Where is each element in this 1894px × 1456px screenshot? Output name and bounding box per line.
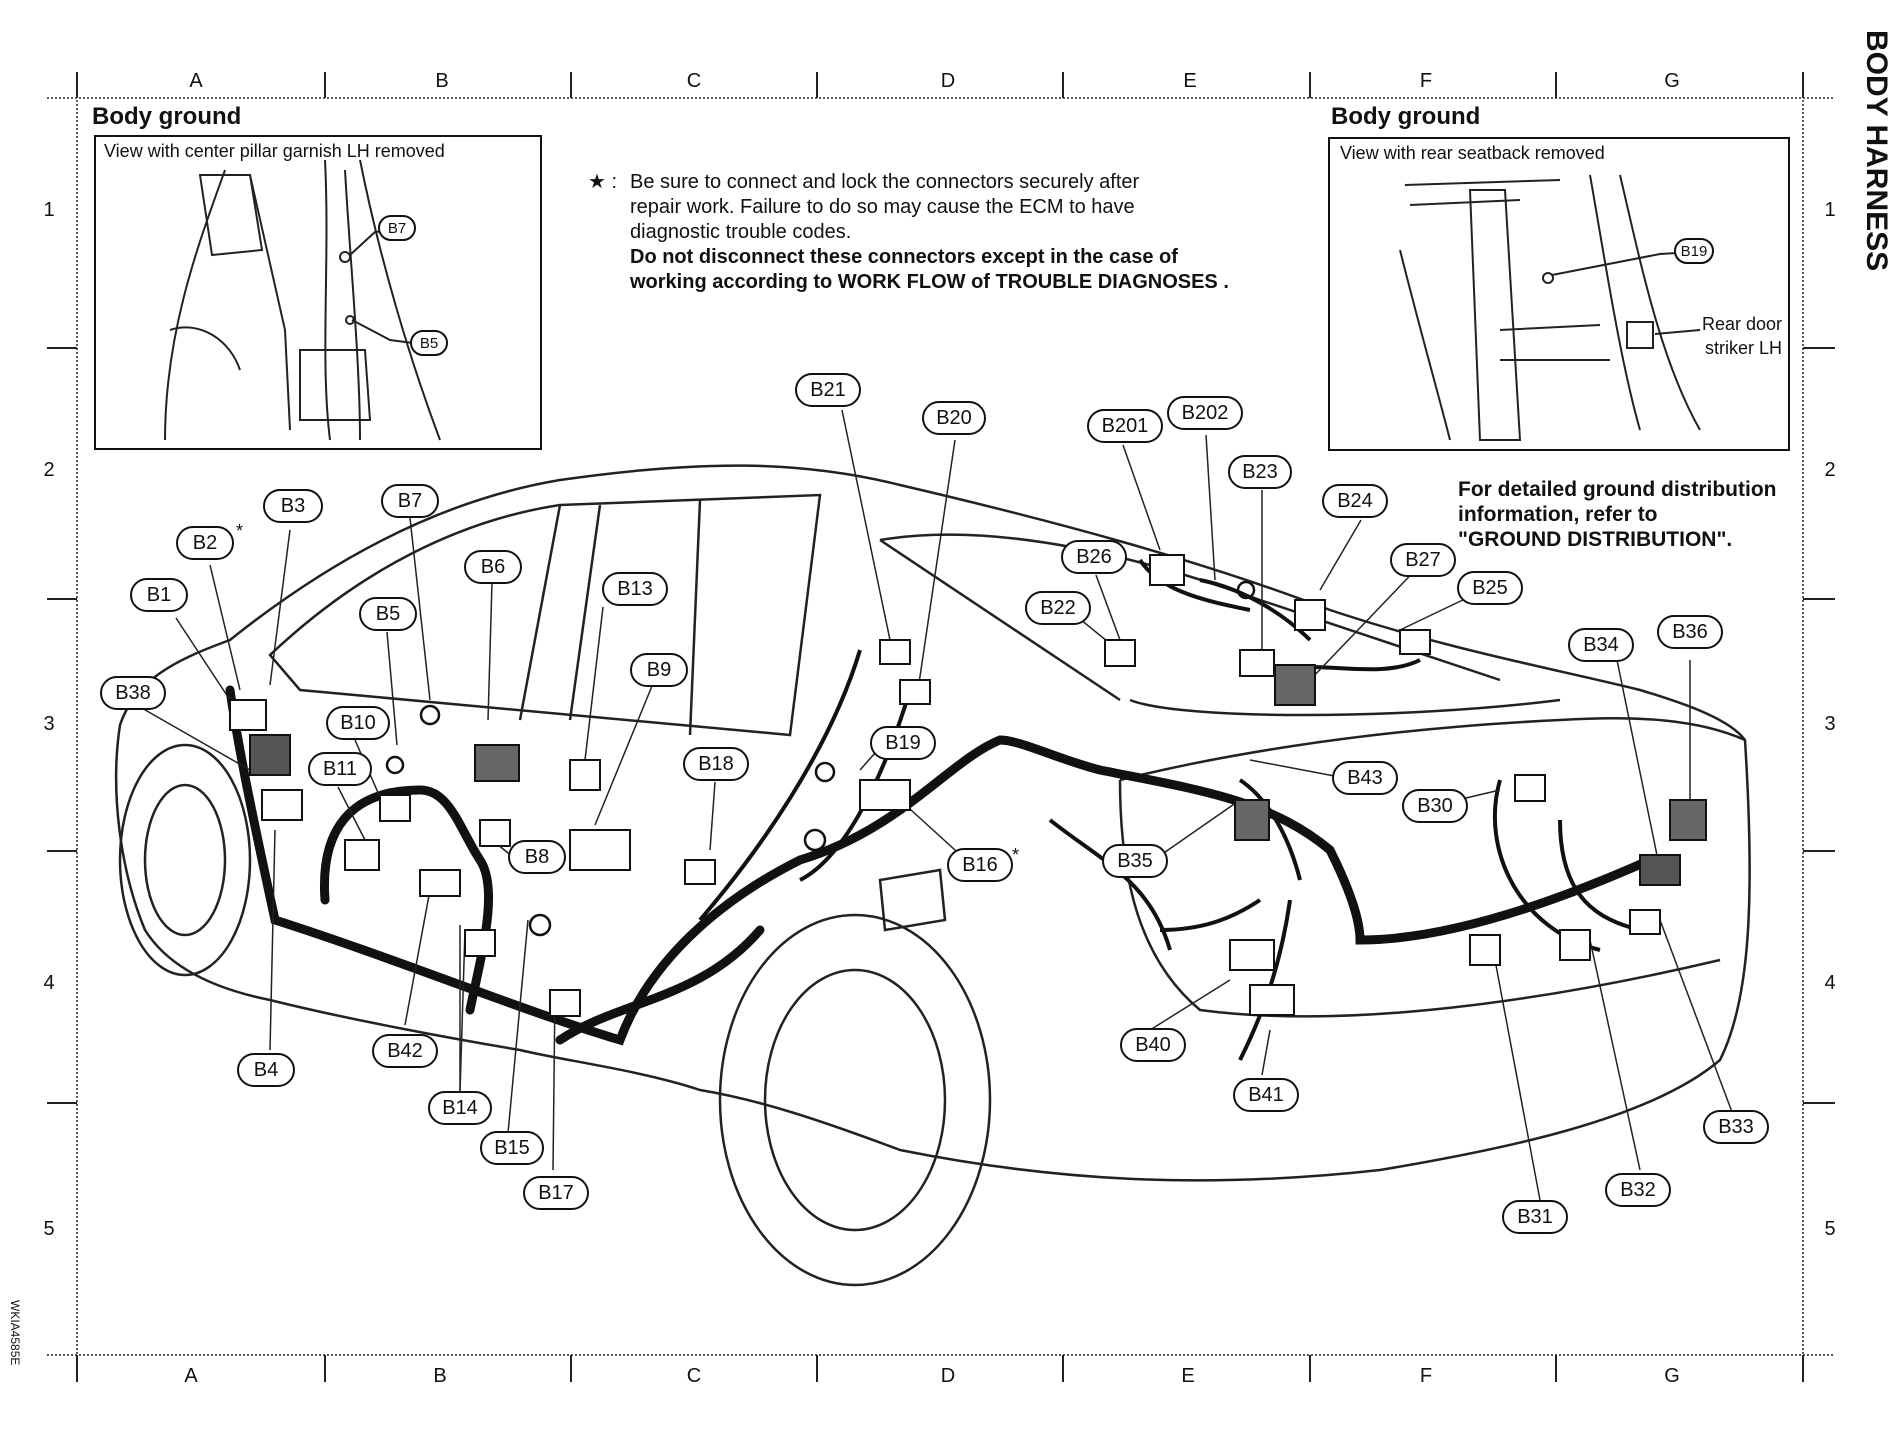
col-label: A	[184, 1365, 198, 1387]
connector-tag-B33: B33	[1703, 1110, 1769, 1144]
connector-tag-B5: B5	[359, 597, 417, 631]
connector-tag-B15: B15	[480, 1131, 544, 1165]
star-mark-B2: *	[236, 521, 244, 541]
connector-tag-B202: B202	[1167, 396, 1243, 430]
right-inset-frame	[1328, 137, 1790, 451]
col-label: D	[940, 70, 956, 92]
row-label: 2	[43, 459, 55, 481]
connector-tag-B40: B40	[1120, 1028, 1186, 1062]
row-label: 5	[43, 1218, 55, 1240]
col-label: C	[686, 70, 702, 92]
connector-tag-B19: B19	[870, 726, 936, 760]
left-inset-title: Body ground	[92, 103, 242, 130]
row-label: 5	[1824, 1218, 1836, 1240]
connector-tag-B27: B27	[1390, 543, 1456, 577]
ground-eyelets	[385, 580, 1256, 937]
connector-tag-B4: B4	[237, 1053, 295, 1087]
connector-tag-B18: B18	[683, 747, 749, 781]
connector-tag-B32: B32	[1605, 1173, 1671, 1207]
connector-tag-B14: B14	[428, 1091, 492, 1125]
car-outline	[114, 464, 1751, 1287]
connector-tag-B23: B23	[1228, 455, 1292, 489]
connector-tag-B30: B30	[1402, 789, 1468, 823]
connector-tag-B11: B11	[308, 752, 372, 786]
connector-tag-B3: B3	[263, 489, 323, 523]
connector-tag-B5: B5	[410, 330, 448, 356]
connector-tag-B7: B7	[378, 215, 416, 241]
connector-blocks	[229, 554, 1707, 1017]
body-harness	[225, 685, 1655, 1046]
connector-tag-B31: B31	[1502, 1200, 1568, 1234]
connector-tag-B36: B36	[1657, 615, 1723, 649]
section-title: BODY HARNESS	[1860, 30, 1893, 272]
connector-tag-B6: B6	[464, 550, 522, 584]
star-mark-B16: *	[1012, 845, 1020, 865]
col-label: D	[940, 1365, 956, 1387]
row-label: 1	[43, 199, 55, 221]
right-inset-title: Body ground	[1331, 103, 1481, 130]
connector-tag-B26: B26	[1061, 540, 1127, 574]
connector-tag-B19: B19	[1674, 238, 1714, 264]
col-label: B	[433, 1365, 447, 1387]
connector-tag-B1: B1	[130, 578, 188, 612]
connector-tag-B24: B24	[1322, 484, 1388, 518]
connector-tag-B2: B2	[176, 526, 234, 560]
caution-note: ★ : Be sure to connect and lock the conn…	[588, 171, 1229, 293]
row-label: 3	[1824, 713, 1836, 735]
row-label: 1	[1824, 199, 1836, 221]
connector-tag-B41: B41	[1233, 1078, 1299, 1112]
left-inset-caption: View with center pillar garnish LH remov…	[104, 141, 445, 161]
ground-distribution-reference: For detailed ground distribution informa…	[1458, 478, 1777, 551]
connector-tag-B43: B43	[1332, 761, 1398, 795]
left-inset-frame	[94, 135, 542, 450]
center-pillar-sketch	[164, 159, 441, 441]
connector-tag-B20: B20	[922, 401, 986, 435]
connector-tag-B38: B38	[100, 676, 166, 710]
connector-tag-B22: B22	[1025, 591, 1091, 625]
row-label: 4	[1824, 972, 1836, 994]
col-label: C	[686, 1365, 702, 1387]
row-label: 4	[43, 972, 55, 994]
col-label: A	[189, 70, 203, 92]
grid-frame	[47, 72, 1835, 1382]
col-label: F	[1419, 70, 1433, 92]
connector-tag-B25: B25	[1457, 571, 1523, 605]
connector-tag-B42: B42	[372, 1034, 438, 1068]
connector-tag-B16: B16	[947, 848, 1013, 882]
figure-code: WKIA4585E	[8, 1300, 22, 1366]
row-label: 3	[43, 713, 55, 735]
col-label: G	[1664, 1365, 1680, 1387]
connector-tag-B201: B201	[1087, 409, 1163, 443]
rear-door-striker-label: Rear door striker LH	[1701, 314, 1782, 358]
connector-tag-B35: B35	[1102, 844, 1168, 878]
connector-tag-B13: B13	[602, 572, 668, 606]
connector-tag-B9: B9	[630, 653, 688, 687]
col-label: B	[435, 70, 449, 92]
col-label: E	[1181, 1365, 1195, 1387]
connector-tag-B8: B8	[508, 840, 566, 874]
col-label: G	[1664, 70, 1680, 92]
connector-tag-B21: B21	[795, 373, 861, 407]
connector-tag-B10: B10	[326, 706, 390, 740]
col-label: F	[1419, 1365, 1433, 1387]
col-label: E	[1183, 70, 1197, 92]
right-inset-caption: View with rear seatback removed	[1340, 143, 1605, 163]
rear-seatback-sketch	[1399, 174, 1701, 441]
connector-tag-B7: B7	[381, 484, 439, 518]
connector-tag-B17: B17	[523, 1176, 589, 1210]
row-label: 2	[1824, 459, 1836, 481]
connector-tag-B34: B34	[1568, 628, 1634, 662]
